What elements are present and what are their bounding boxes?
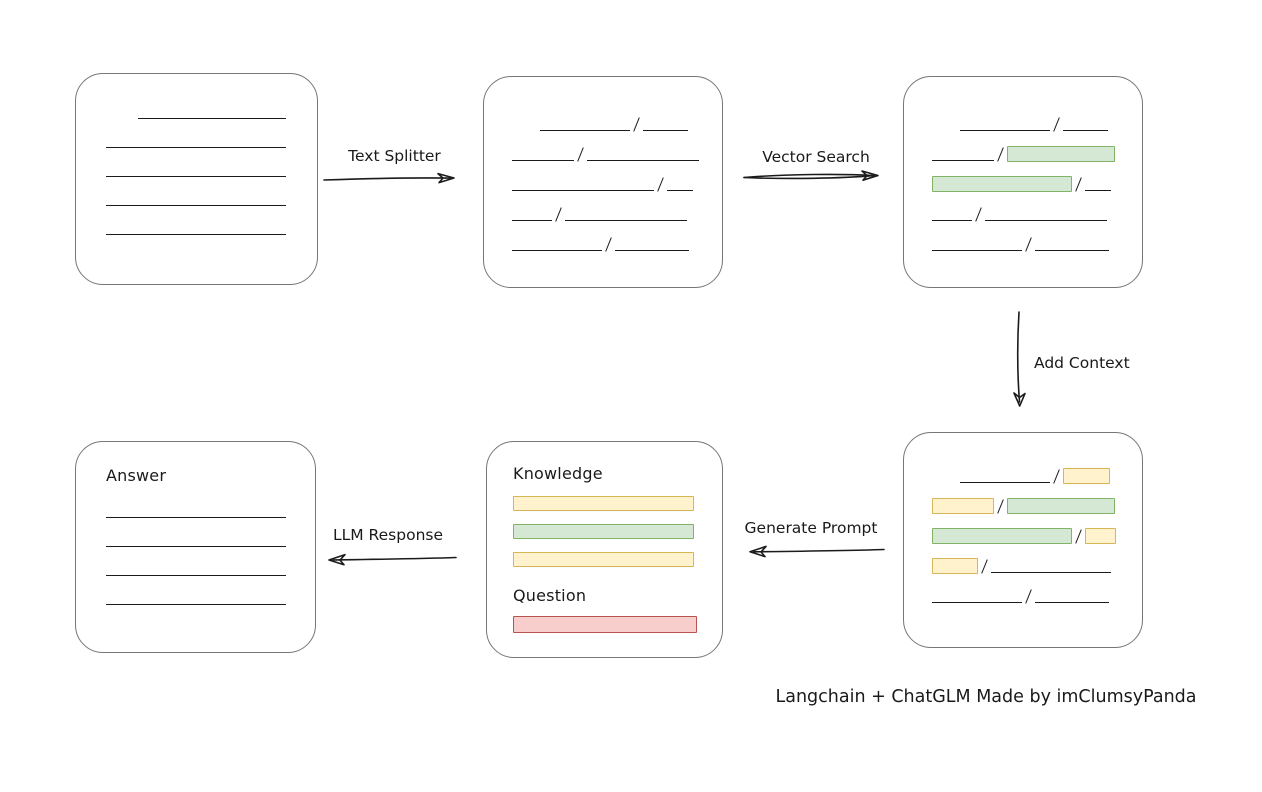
- fragment-row: [512, 145, 722, 162]
- knowledge-bars: [513, 496, 722, 567]
- slash-separator: [657, 177, 664, 192]
- text-fragment-line: [932, 160, 994, 161]
- fragment-row: [960, 115, 1142, 132]
- text-splitter-label: Text Splitter: [348, 147, 441, 165]
- text-fragment-line: [667, 190, 693, 191]
- slash-separator: [633, 117, 640, 132]
- diagram-caption: Langchain + ChatGLM Made by imClumsyPand…: [775, 687, 1197, 707]
- yellow-highlight-rect: [932, 498, 994, 514]
- text-line: [106, 176, 286, 177]
- text-fragment-line: [960, 130, 1050, 131]
- generate-prompt-arrow: [749, 545, 885, 558]
- text-fragment-line: [1035, 602, 1109, 603]
- add-context-arrow: [1013, 311, 1026, 407]
- text-fragment-line: [587, 160, 699, 161]
- answer-title: Answer: [106, 466, 167, 485]
- question-bar: [513, 616, 697, 633]
- prompt-box: Knowledge Question: [486, 441, 723, 658]
- fragment-row: [932, 587, 1142, 604]
- llm-response-arrow: [328, 553, 457, 566]
- slash-separator: [1053, 117, 1060, 132]
- split-text-rows: [484, 77, 722, 252]
- yellow-highlight-rect: [932, 558, 978, 574]
- fragment-row: [512, 175, 722, 192]
- answer-lines: [106, 485, 315, 605]
- text-fragment-line: [643, 130, 688, 131]
- slash-separator: [1075, 529, 1082, 544]
- text-fragment-line: [932, 602, 1022, 603]
- text-line: [106, 546, 286, 547]
- llm-response-label: LLM Response: [332, 526, 443, 544]
- yellow-highlight-rect: [1085, 528, 1116, 544]
- fragment-row: [932, 497, 1142, 514]
- add-context-label: Add Context: [1034, 354, 1130, 372]
- text-fragment-line: [932, 250, 1022, 251]
- text-fragment-line: [615, 250, 689, 251]
- slash-separator: [605, 237, 612, 252]
- text-line: [106, 205, 286, 206]
- text-fragment-line: [960, 482, 1050, 483]
- text-fragment-line: [991, 572, 1111, 573]
- context-chunks-box: [903, 432, 1143, 648]
- knowledge-title: Knowledge: [513, 464, 603, 483]
- slash-separator: [997, 147, 1004, 162]
- fragment-row: [932, 175, 1142, 192]
- text-fragment-line: [512, 160, 574, 161]
- text-fragment-line: [565, 220, 687, 221]
- context-chunks-rows: [904, 433, 1142, 604]
- fragment-row: [932, 235, 1142, 252]
- text-fragment-line: [540, 130, 630, 131]
- text-fragment-line: [1035, 250, 1109, 251]
- slash-separator: [997, 499, 1004, 514]
- text-fragment-line: [512, 220, 552, 221]
- fragment-row: [512, 235, 722, 252]
- green-highlight-rect: [932, 528, 1072, 544]
- yellow-highlight-rect: [1063, 468, 1110, 484]
- fragment-row: [932, 557, 1142, 574]
- text-splitter-arrow: [323, 172, 455, 184]
- text-line: [138, 118, 286, 119]
- question-title: Question: [513, 586, 587, 605]
- green-highlight-rect: [932, 176, 1072, 192]
- text-fragment-line: [512, 250, 602, 251]
- green-highlight-rect: [1007, 498, 1115, 514]
- text-fragment-line: [1063, 130, 1108, 131]
- slash-separator: [555, 207, 562, 222]
- green-highlight-rect: [1007, 146, 1115, 162]
- answer-box: Answer: [75, 441, 316, 653]
- document-lines: [76, 74, 317, 235]
- text-fragment-line: [1085, 190, 1111, 191]
- slash-separator: [1025, 237, 1032, 252]
- slash-separator: [975, 207, 982, 222]
- slash-separator: [1053, 469, 1060, 484]
- text-line: [106, 575, 286, 576]
- text-fragment-line: [512, 190, 654, 191]
- text-line: [106, 604, 286, 605]
- text-line: [106, 517, 286, 518]
- text-fragment-line: [932, 220, 972, 221]
- fragment-row: [932, 205, 1142, 222]
- text-line: [106, 234, 286, 235]
- green-knowledge-bar: [513, 524, 694, 539]
- vector-search-label: Vector Search: [762, 148, 870, 166]
- fragment-row: [512, 205, 722, 222]
- text-fragment-line: [985, 220, 1107, 221]
- source-document-box: [75, 73, 318, 285]
- yellow-knowledge-bar: [513, 496, 694, 511]
- fragment-row: [960, 467, 1142, 484]
- slash-separator: [1025, 589, 1032, 604]
- text-line: [106, 147, 286, 148]
- vector-matches-box: [903, 76, 1143, 288]
- slash-separator: [577, 147, 584, 162]
- generate-prompt-label: Generate Prompt: [744, 519, 878, 537]
- slash-separator: [1075, 177, 1082, 192]
- fragment-row: [932, 145, 1142, 162]
- yellow-knowledge-bar: [513, 552, 694, 567]
- slash-separator: [981, 559, 988, 574]
- vector-search-arrow: [743, 170, 879, 181]
- vector-matches-rows: [904, 77, 1142, 252]
- split-text-box: [483, 76, 723, 288]
- fragment-row: [540, 115, 722, 132]
- fragment-row: [932, 527, 1142, 544]
